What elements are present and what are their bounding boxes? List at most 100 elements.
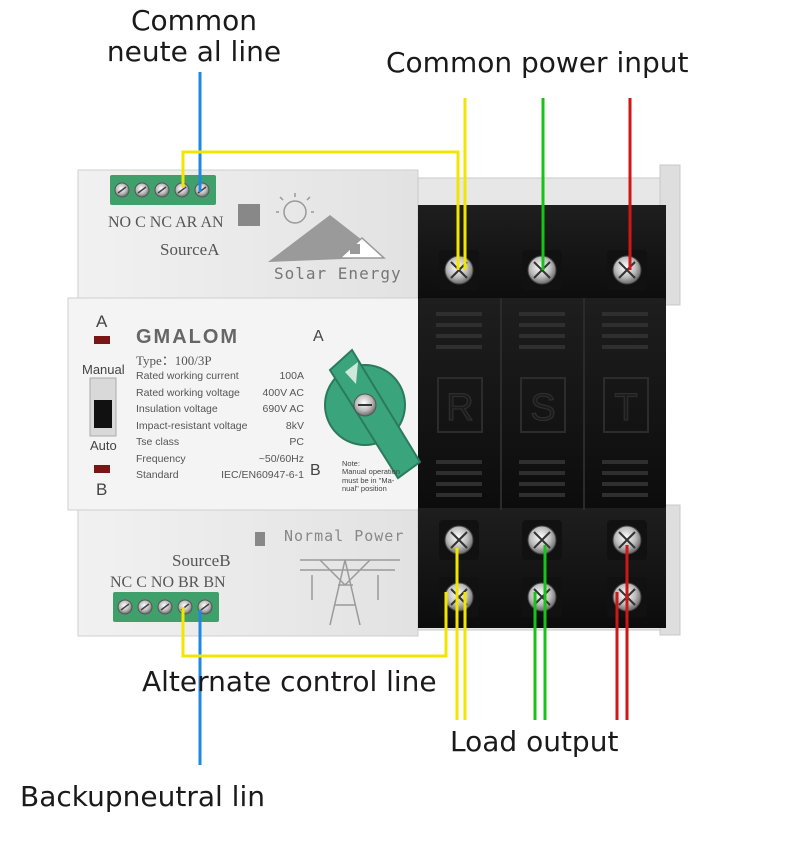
vent-slot xyxy=(602,312,648,316)
source-a-terminals: NO C NC AR AN xyxy=(108,214,224,231)
power-pylon-icon xyxy=(255,532,400,626)
spec-row: Rated working voltage 400V AC xyxy=(136,385,304,402)
vent-slot xyxy=(519,323,565,327)
spec-value: IEC/EN60947-6-1 xyxy=(221,469,304,481)
spec-row: Standard IEC/EN60947-6-1 xyxy=(136,467,304,484)
switch-position-a: A xyxy=(313,328,324,345)
source-b-terminals: NC C NO BR BN xyxy=(110,574,226,591)
backup-neutral-label: Backupneutral lin xyxy=(20,780,265,813)
vent-slot xyxy=(519,460,565,464)
spec-label: Frequency xyxy=(136,452,186,465)
manual-operation-note: Note: Manual operation must be in "Ma- n… xyxy=(342,459,400,493)
common-power-input-label: Common power input xyxy=(386,46,689,79)
spec-label: Rated working current xyxy=(136,370,239,382)
vent-slot xyxy=(602,471,648,475)
vent-slot xyxy=(602,493,648,497)
spec-row: Tse class PC xyxy=(136,434,304,451)
vent-slot xyxy=(519,471,565,475)
screw-slot xyxy=(618,261,636,279)
spec-row: Frequency ~50/60Hz xyxy=(136,451,304,468)
screw-slot xyxy=(157,186,167,194)
vent-slot xyxy=(602,482,648,486)
control-wire-a xyxy=(181,150,460,270)
spec-label: Tse class xyxy=(136,436,180,448)
source-b-terminal-block xyxy=(113,592,219,622)
vent-slot xyxy=(602,323,648,327)
vent-slot xyxy=(519,493,565,497)
indicator-a-label: A xyxy=(96,312,108,331)
solar-energy-label: Solar Energy xyxy=(274,264,402,283)
indicator-a-led xyxy=(94,336,110,344)
auto-label: Auto xyxy=(90,438,117,453)
vent-slot xyxy=(602,460,648,464)
normal-power-label: Normal Power xyxy=(284,527,405,545)
solar-energy-icon xyxy=(238,193,386,262)
manual-label: Manual xyxy=(82,362,125,377)
indicator-b-led xyxy=(94,465,110,473)
screw-slot xyxy=(450,531,468,549)
screw-slot xyxy=(177,186,187,194)
spec-table: Rated working current 100A Rated working v… xyxy=(136,368,304,484)
screw-slot xyxy=(117,186,127,194)
screw-slot xyxy=(160,603,170,611)
vent-slot xyxy=(519,312,565,316)
source-a-terminal-block xyxy=(110,175,216,205)
vent-slot xyxy=(436,493,482,497)
spec-value: 400V AC xyxy=(262,386,304,399)
common-neutral-label: Common neute al line xyxy=(106,4,282,68)
spec-value: PC xyxy=(289,436,304,448)
vent-slot xyxy=(436,334,482,338)
vent-slot xyxy=(602,345,648,349)
vent-slot xyxy=(436,482,482,486)
source-a-label: SourceA xyxy=(160,240,220,259)
screw-slot xyxy=(618,531,636,549)
spec-value: 8kV xyxy=(285,419,304,432)
vent-slot xyxy=(436,460,482,464)
vent-slot xyxy=(436,323,482,327)
vent-slot xyxy=(436,471,482,475)
phase-letter-s: S xyxy=(530,387,555,429)
source-b-label: SourceB xyxy=(172,551,231,570)
manual-auto-switch[interactable] xyxy=(94,400,112,428)
phase-letters: R S T xyxy=(437,377,649,433)
phase-letter-r: R xyxy=(446,387,473,429)
screw-slot xyxy=(533,588,551,606)
screw-slot xyxy=(200,603,210,611)
vent-slot xyxy=(436,345,482,349)
wires xyxy=(181,72,632,765)
phase-letter-box xyxy=(437,377,483,433)
phase-letter-box xyxy=(520,377,566,433)
spec-value: 690V AC xyxy=(262,403,304,415)
vent-slot xyxy=(436,312,482,316)
phase-letter-t: T xyxy=(614,387,637,429)
spec-row: Impact-resistant voltage 8kV xyxy=(136,418,304,435)
control-wire-b xyxy=(181,592,448,658)
screw-slot xyxy=(533,531,551,549)
phase-letter-box xyxy=(603,377,649,433)
transfer-handle[interactable] xyxy=(324,348,422,480)
vent-slot xyxy=(519,482,565,486)
spec-label: Rated working voltage xyxy=(136,386,240,399)
indicator-b-label: B xyxy=(96,480,108,499)
load-output-label: Load output xyxy=(450,725,619,758)
switch-position-b: B xyxy=(310,462,321,479)
vent-slots xyxy=(436,312,648,497)
screw-slot xyxy=(120,603,130,611)
spec-row: Rated working current 100A xyxy=(136,368,304,385)
screw-slot xyxy=(137,186,147,194)
vent-slot xyxy=(602,334,648,338)
spec-row: Insulation voltage 690V AC xyxy=(136,401,304,418)
device-type: Type：100/3P xyxy=(136,353,212,368)
spec-value: 100A xyxy=(279,370,304,382)
spec-value: ~50/60Hz xyxy=(258,452,304,465)
alternate-control-line-label: Alternate control line xyxy=(142,665,437,698)
spec-label: Insulation voltage xyxy=(136,403,218,415)
spec-label: Impact-resistant voltage xyxy=(136,419,248,432)
screw-slot xyxy=(140,603,150,611)
spec-label: Standard xyxy=(136,469,179,481)
screw-slot xyxy=(450,588,468,606)
vent-slot xyxy=(519,345,565,349)
vent-slot xyxy=(519,334,565,338)
